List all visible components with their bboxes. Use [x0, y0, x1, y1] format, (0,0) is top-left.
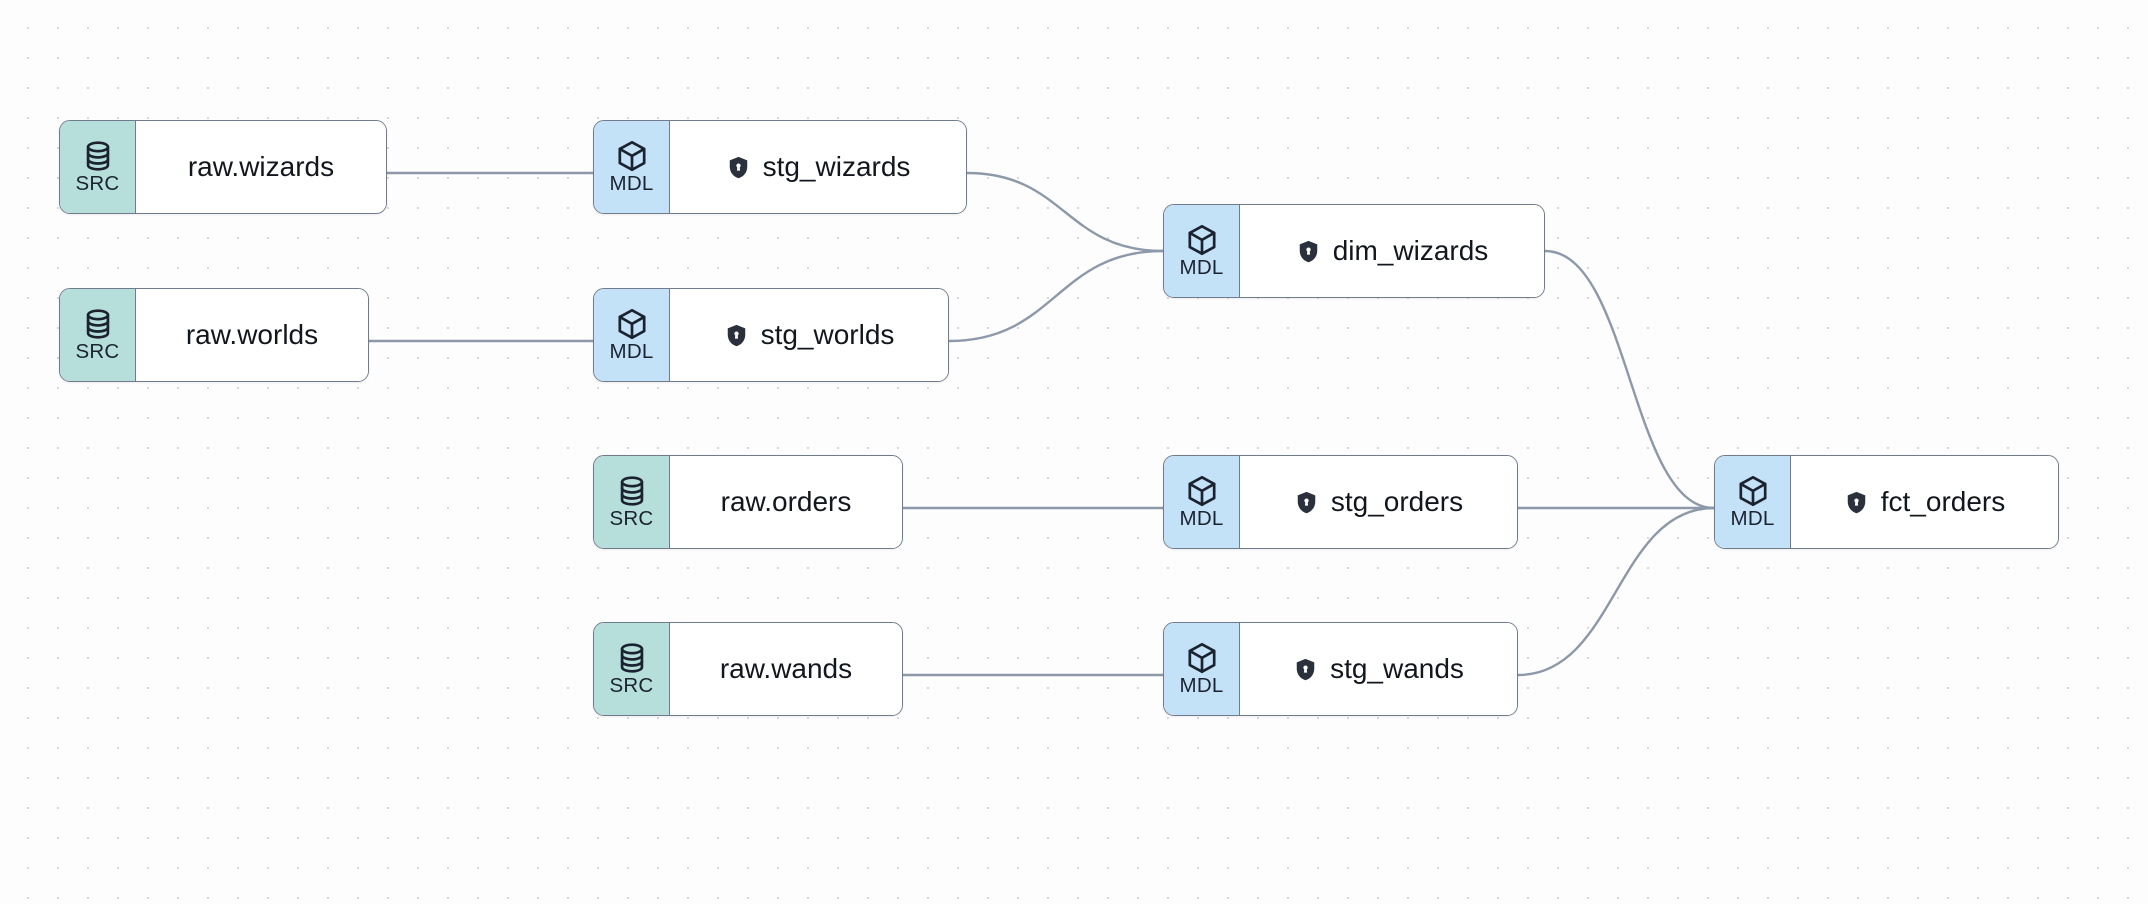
node-badge-stg_wizards: MDL: [594, 121, 670, 213]
node-badge-label: MDL: [1730, 507, 1775, 531]
shield-lock-icon: [726, 155, 751, 180]
node-body-raw_worlds: raw.worlds: [136, 289, 368, 381]
node-badge-label: SRC: [75, 340, 120, 364]
node-badge-label: SRC: [75, 172, 120, 196]
node-label: stg_wizards: [762, 151, 911, 182]
node-label: raw.worlds: [185, 319, 319, 350]
node-body-fct_orders: fct_orders: [1791, 456, 2058, 548]
database-cylinder-icon: [81, 307, 115, 341]
cube-icon: [615, 307, 649, 341]
node-label: fct_orders: [1880, 486, 2006, 517]
node-label: stg_wands: [1330, 653, 1464, 684]
node-badge-raw_wizards: SRC: [60, 121, 136, 213]
database-cylinder-icon: [615, 474, 649, 508]
node-body-stg_wands: stg_wands: [1240, 623, 1517, 715]
edge-dim_wizards-to-fct_orders: [1543, 249, 1716, 510]
shield-lock-icon: [1844, 490, 1869, 515]
node-badge-stg_orders: MDL: [1164, 456, 1240, 548]
node-badge-label: SRC: [609, 507, 654, 531]
database-cylinder-icon: [81, 139, 115, 173]
node-badge-dim_wizards: MDL: [1164, 205, 1240, 297]
shield-lock-icon: [1296, 239, 1321, 264]
node-body-dim_wizards: dim_wizards: [1240, 205, 1544, 297]
node-body-raw_wands: raw.wands: [670, 623, 902, 715]
lineage-node-raw_wands[interactable]: SRC raw.wands: [593, 622, 903, 716]
edge-stg_worlds-to-dim_wizards: [947, 249, 1165, 343]
cube-icon: [615, 139, 649, 173]
cube-icon: [1185, 641, 1219, 675]
node-badge-label: SRC: [609, 674, 654, 698]
cube-icon: [1185, 223, 1219, 257]
node-badge-fct_orders: MDL: [1715, 456, 1791, 548]
lineage-node-stg_worlds[interactable]: MDL stg_worlds: [593, 288, 949, 382]
shield-lock-icon: [1294, 490, 1319, 515]
node-badge-label: MDL: [1179, 674, 1224, 698]
lineage-node-raw_worlds[interactable]: SRC raw.worlds: [59, 288, 369, 382]
node-badge-raw_wands: SRC: [594, 623, 670, 715]
shield-lock-icon: [1293, 657, 1318, 682]
node-body-stg_wizards: stg_wizards: [670, 121, 966, 213]
node-body-raw_orders: raw.orders: [670, 456, 902, 548]
node-body-stg_orders: stg_orders: [1240, 456, 1517, 548]
node-badge-stg_wands: MDL: [1164, 623, 1240, 715]
node-badge-raw_worlds: SRC: [60, 289, 136, 381]
node-body-stg_worlds: stg_worlds: [670, 289, 948, 381]
lineage-node-raw_wizards[interactable]: SRC raw.wizards: [59, 120, 387, 214]
cube-icon: [1736, 474, 1770, 508]
lineage-node-fct_orders[interactable]: MDL fct_orders: [1714, 455, 2059, 549]
node-label: stg_worlds: [760, 319, 895, 350]
node-label: dim_wizards: [1332, 235, 1489, 266]
edge-stg_wizards-to-dim_wizards: [965, 171, 1165, 253]
node-badge-label: MDL: [1179, 256, 1224, 280]
cube-icon: [1185, 474, 1219, 508]
node-body-raw_wizards: raw.wizards: [136, 121, 386, 213]
node-label: raw.orders: [720, 486, 852, 517]
node-badge-label: MDL: [1179, 507, 1224, 531]
node-label: stg_orders: [1330, 486, 1464, 517]
edge-stg_wands-to-fct_orders: [1516, 506, 1716, 677]
lineage-node-stg_wands[interactable]: MDL stg_wands: [1163, 622, 1518, 716]
lineage-node-stg_orders[interactable]: MDL stg_orders: [1163, 455, 1518, 549]
node-badge-label: MDL: [609, 340, 654, 364]
node-label: raw.wizards: [187, 151, 335, 182]
lineage-node-dim_wizards[interactable]: MDL dim_wizards: [1163, 204, 1545, 298]
database-cylinder-icon: [615, 641, 649, 675]
node-badge-label: MDL: [609, 172, 654, 196]
node-label: raw.wands: [719, 653, 853, 684]
lineage-node-raw_orders[interactable]: SRC raw.orders: [593, 455, 903, 549]
node-badge-stg_worlds: MDL: [594, 289, 670, 381]
node-badge-raw_orders: SRC: [594, 456, 670, 548]
lineage-node-stg_wizards[interactable]: MDL stg_wizards: [593, 120, 967, 214]
shield-lock-icon: [724, 323, 749, 348]
